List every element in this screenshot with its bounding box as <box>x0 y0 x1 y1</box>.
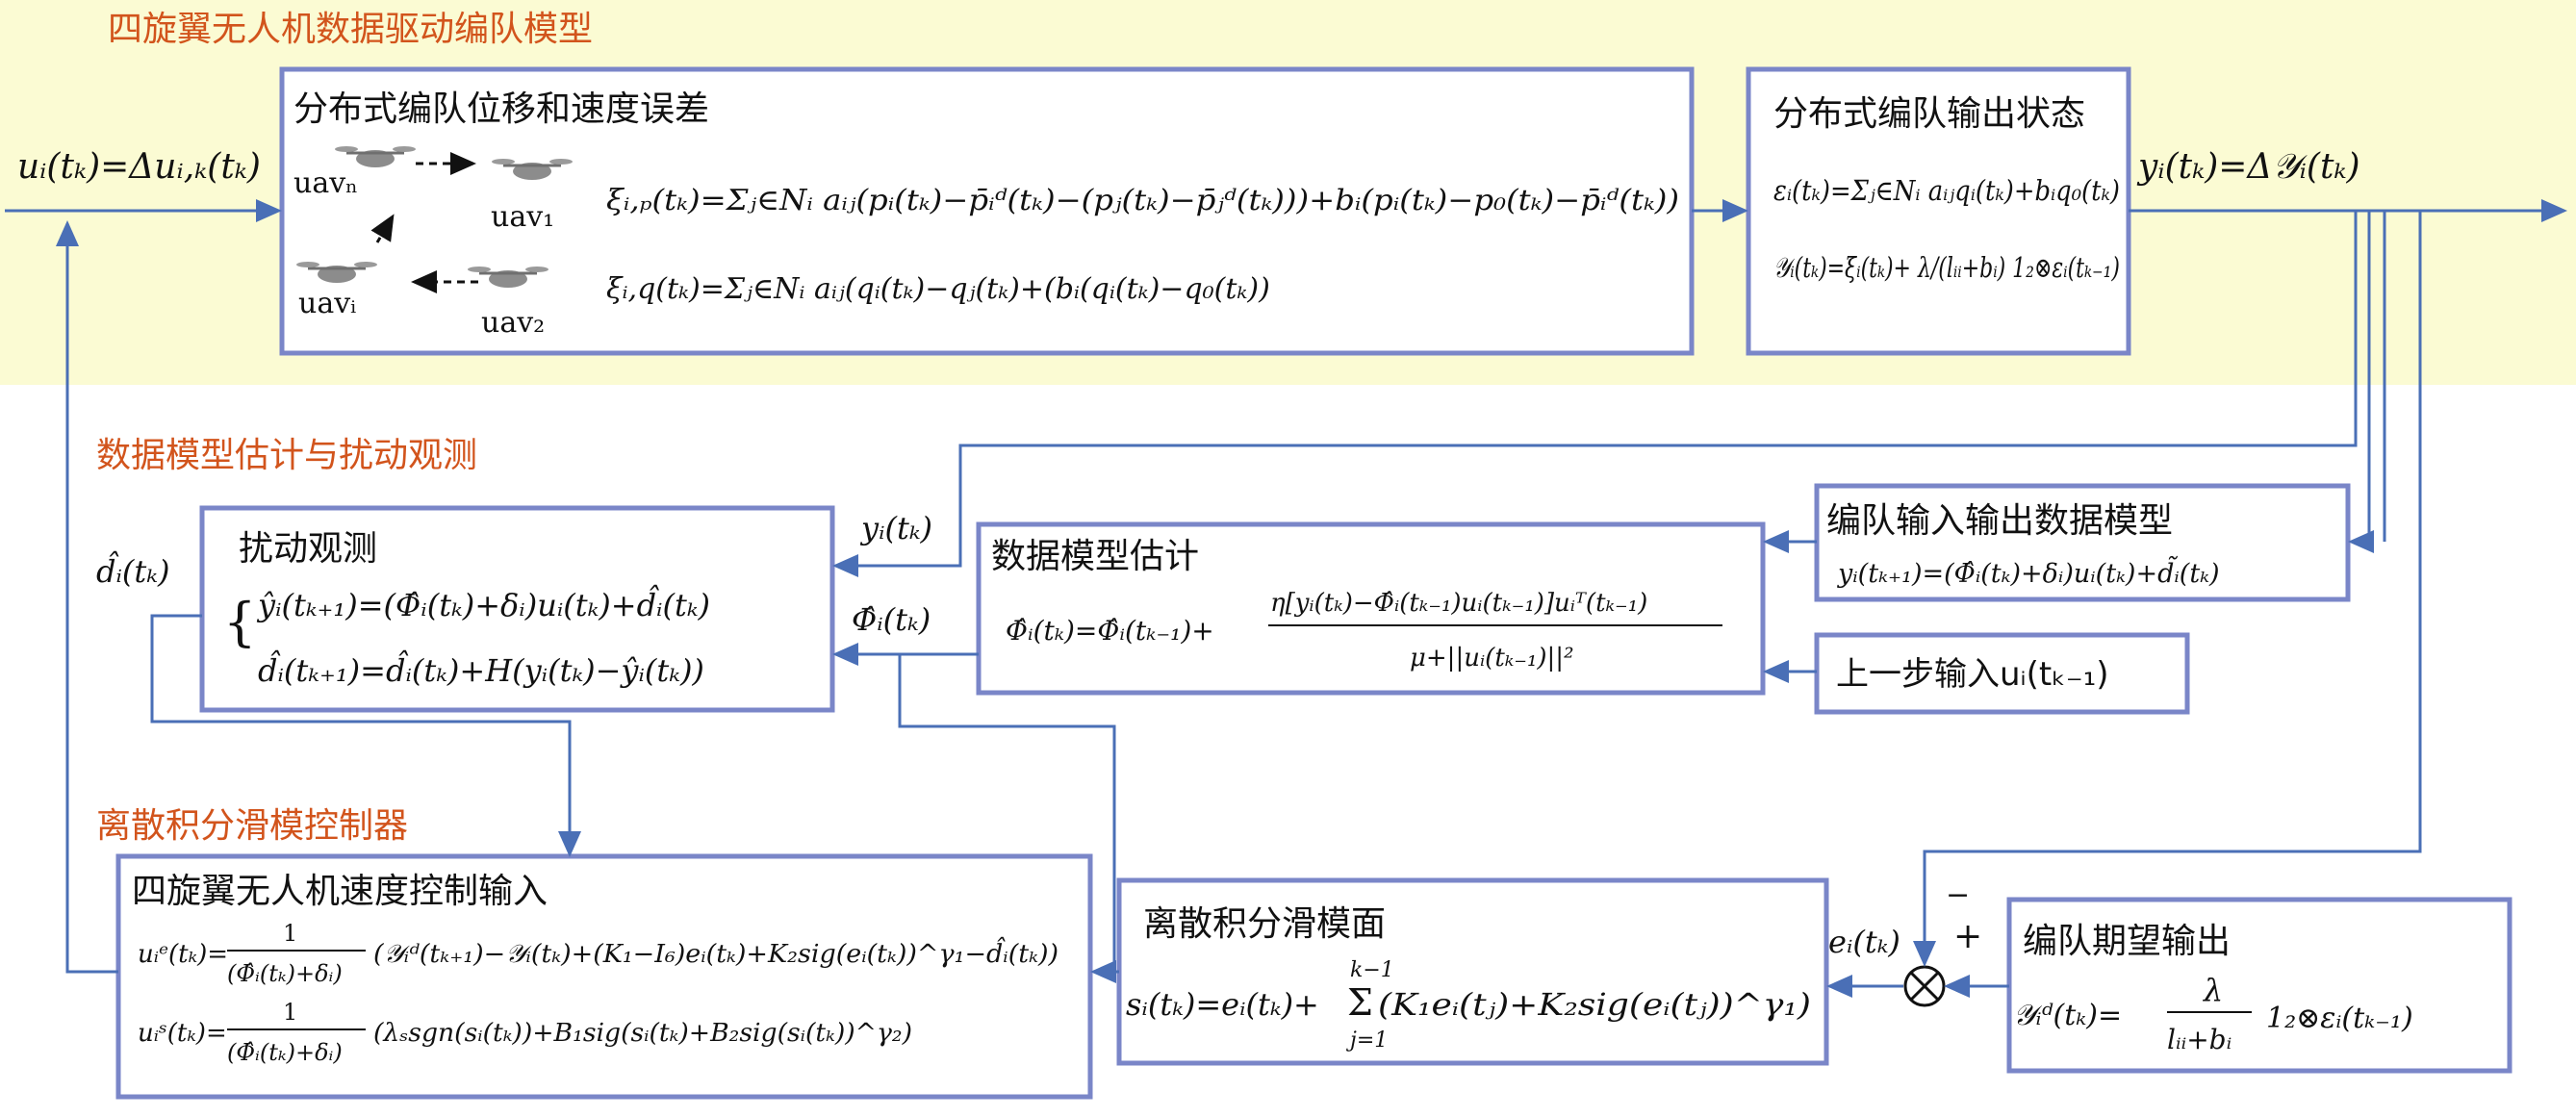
last-input-label: 上一步输入uᵢ(tₖ₋₁) <box>1836 655 2109 694</box>
desired-fraction-numerator: λ <box>2202 972 2223 1008</box>
link-arrow <box>370 214 395 243</box>
box-disturbance-title: 扰动观测 <box>239 529 377 569</box>
uav-label: uav₂ <box>481 306 545 340</box>
box-formation-error: 分布式编队位移和速度误差 uavₙ <box>279 66 1695 356</box>
plus-sign: + <box>1953 917 1982 956</box>
box-desired-title: 编队期望输出 <box>2023 922 2231 961</box>
equation-output: 𝒴ᵢ(tₖ)=ξᵢ(tₖ)+ λ/(lᵢᵢ+bᵢ) 1₂⊗εᵢ(tₖ₋₁) <box>1773 251 2120 284</box>
equation-desired-lhs: 𝒴ᵢᵈ(tₖ)= <box>2013 999 2122 1032</box>
section-title-model: 四旋翼无人机数据驱动编队模型 <box>108 10 593 49</box>
box-control-input-title: 四旋翼无人机速度控制输入 <box>132 872 548 911</box>
equation-us-rhs: (λₛsgn(sᵢ(tₖ))+B₁sig(sᵢ(tₖ)+B₂sig(sᵢ(tₖ)… <box>373 1019 912 1048</box>
sum-upper-limit: k−1 <box>1350 958 1394 982</box>
equation-us-denominator: (Φ̂ᵢ(tₖ)+δᵢ) <box>227 1039 343 1066</box>
desired-fraction-denominator: lᵢᵢ+bᵢ <box>2167 1024 2232 1055</box>
uav-label: uav₁ <box>491 200 554 234</box>
box-estimation-frame <box>976 521 1766 696</box>
equation-position-error: ξᵢ,ₚ(tₖ)=Σⱼ∈Nᵢ aᵢⱼ(pᵢ(tₖ)−p̄ᵢᵈ(tₖ)−(pⱼ(t… <box>606 184 1679 217</box>
section-title-controller: 离散积分滑模控制器 <box>96 806 408 846</box>
connector-output-to-sum <box>1913 211 2422 967</box>
connector-y-to-observer <box>832 211 2358 577</box>
signal-phi-label: Φ̂ᵢ(tₖ) <box>852 601 931 638</box>
uav-label: uavᵢ <box>298 287 356 320</box>
equation-ue-rhs: (𝒴ᵢᵈ(tₖ₊₁)−𝒴ᵢ(tₖ)+(K₁−I₆)eᵢ(tₖ)+K₂sig(eᵢ… <box>373 936 1058 969</box>
signal-y-label: yᵢ(tₖ) <box>859 510 932 546</box>
connector-dhat-to-control <box>150 614 581 857</box>
box-desired-output: 编队期望输出 𝒴ᵢᵈ(tₖ)= λ lᵢᵢ+bᵢ 1₂⊗εᵢ(tₖ₋₁) <box>2006 897 2512 1074</box>
signal-error-label: eᵢ(tₖ) <box>1828 924 1900 960</box>
drone-icon <box>468 267 548 288</box>
fraction-one: 1 <box>283 999 297 1026</box>
box-formation-error-title: 分布式编队位移和速度误差 <box>293 89 709 129</box>
box-io-model: 编队输入输出数据模型 yᵢ(tₖ₊₁)=(Φ̂ᵢ(tₖ)+δᵢ)uᵢ(tₖ)+d… <box>1814 483 2351 602</box>
box-sliding-frame <box>1116 877 1829 1066</box>
uav-label: uavₙ <box>293 166 358 200</box>
drone-icon <box>335 146 416 167</box>
sum-cross <box>1909 971 1940 1002</box>
equation-phi-numerator: η[yᵢ(tₖ)−Φ̂ᵢ(tₖ₋₁)uᵢ(tₖ₋₁)]uᵢᵀ(tₖ₋₁) <box>1270 589 1647 618</box>
box-estimation-title: 数据模型估计 <box>991 537 1199 576</box>
summing-junction: − + <box>1903 878 1982 1007</box>
sum-lower-limit: j=1 <box>1345 1028 1388 1053</box>
box-disturbance-frame <box>199 505 835 713</box>
drone-icon <box>492 159 573 180</box>
box-output-state-frame <box>1746 66 2131 356</box>
box-control-input: 四旋翼无人机速度控制输入 uᵢᵉ(tₖ)= 1 (Φ̂ᵢ(tₖ)+δᵢ) (𝒴ᵢ… <box>115 853 1093 1100</box>
box-output-state: 分布式编队输出状态 εᵢ(tₖ)=Σⱼ∈Nᵢ aᵢⱼqᵢ(tₖ)+bᵢq₀(tₖ… <box>1746 66 2131 356</box>
fraction-one: 1 <box>283 920 297 947</box>
connector-output-to-io-model <box>2348 211 2374 553</box>
equation-sliding-rhs: (K₁eᵢ(tⱼ)+K₂sig(eᵢ(tⱼ))^γ₁) <box>1378 986 1811 1023</box>
equation-phi-lhs: Φ̂ᵢ(tₖ)=Φ̂ᵢ(tₖ₋₁)+ <box>1006 615 1214 647</box>
signal-output-label: yᵢ(tₖ)=Δ𝒴ᵢ(tₖ) <box>2136 147 2360 187</box>
equation-sliding-lhs: sᵢ(tₖ)=eᵢ(tₖ)+ <box>1126 986 1319 1023</box>
box-sliding-title: 离散积分滑模面 <box>1143 904 1386 944</box>
equation-ue-denominator: (Φ̂ᵢ(tₖ)+δᵢ) <box>227 960 343 987</box>
box-formation-error-frame <box>279 66 1695 356</box>
drone-icon <box>296 262 377 283</box>
box-io-model-title: 编队输入输出数据模型 <box>1826 501 2173 541</box>
equation-desired-rhs: 1₂⊗εᵢ(tₖ₋₁) <box>2266 1002 2413 1035</box>
minus-sign: − <box>1946 878 1970 912</box>
equation-us-lhs: uᵢˢ(tₖ)= <box>138 1019 227 1048</box>
box-io-model-frame <box>1814 483 2351 602</box>
box-control-input-frame <box>115 853 1093 1100</box>
equation-velocity-error: ξᵢ,q(tₖ)=Σⱼ∈Nᵢ aᵢⱼ(qᵢ(tₖ)−qⱼ(tₖ)+(bᵢ(qᵢ(… <box>606 272 1270 306</box>
brace-symbol: { <box>223 592 256 652</box>
equation-y-hat: ŷᵢ(tₖ₊₁)=(Φ̂ᵢ(tₖ)+δᵢ)uᵢ(tₖ)+d̂ᵢ(tₖ) <box>256 584 710 623</box>
equation-d-hat: d̂ᵢ(tₖ₊₁)=d̂ᵢ(tₖ)+H(yᵢ(tₖ)−ŷᵢ(tₖ)) <box>258 649 704 689</box>
equation-phi-denominator: μ+||uᵢ(tₖ₋₁)||² <box>1410 644 1574 673</box>
box-model-estimation: 数据模型估计 Φ̂ᵢ(tₖ)=Φ̂ᵢ(tₖ₋₁)+ η[yᵢ(tₖ)−Φ̂ᵢ(t… <box>976 521 1766 696</box>
section-title-estimation: 数据模型估计与扰动观测 <box>96 436 477 475</box>
equation-ue-lhs: uᵢᵉ(tₖ)= <box>138 940 228 969</box>
box-disturbance-observer: 扰动观测 { ŷᵢ(tₖ₊₁)=(Φ̂ᵢ(tₖ)+δᵢ)uᵢ(tₖ)+d̂ᵢ(t… <box>199 505 835 713</box>
sum-symbol: Σ <box>1347 981 1373 1024</box>
equation-io-model: yᵢ(tₖ₊₁)=(Φ̂ᵢ(tₖ)+δᵢ)uᵢ(tₖ)+d̃ᵢ(tₖ) <box>1837 555 2220 589</box>
box-desired-frame <box>2006 897 2512 1074</box>
signal-dhat-label: d̂ᵢ(tₖ) <box>96 550 169 590</box>
signal-input-label: uᵢ(tₖ)=Δuᵢ,ₖ(tₖ) <box>17 147 261 187</box>
box-last-input: 上一步输入uᵢ(tₖ₋₁) <box>1814 632 2190 715</box>
box-sliding-surface: 离散积分滑模面 sᵢ(tₖ)=eᵢ(tₖ)+ k−1 Σ j=1 (K₁eᵢ(t… <box>1116 877 1829 1066</box>
box-output-state-title: 分布式编队输出状态 <box>1773 94 2085 134</box>
box-last-input-frame <box>1814 632 2190 715</box>
connector-control-to-input <box>56 220 118 974</box>
equation-epsilon: εᵢ(tₖ)=Σⱼ∈Nᵢ aᵢⱼqᵢ(tₖ)+bᵢq₀(tₖ) <box>1773 174 2120 207</box>
